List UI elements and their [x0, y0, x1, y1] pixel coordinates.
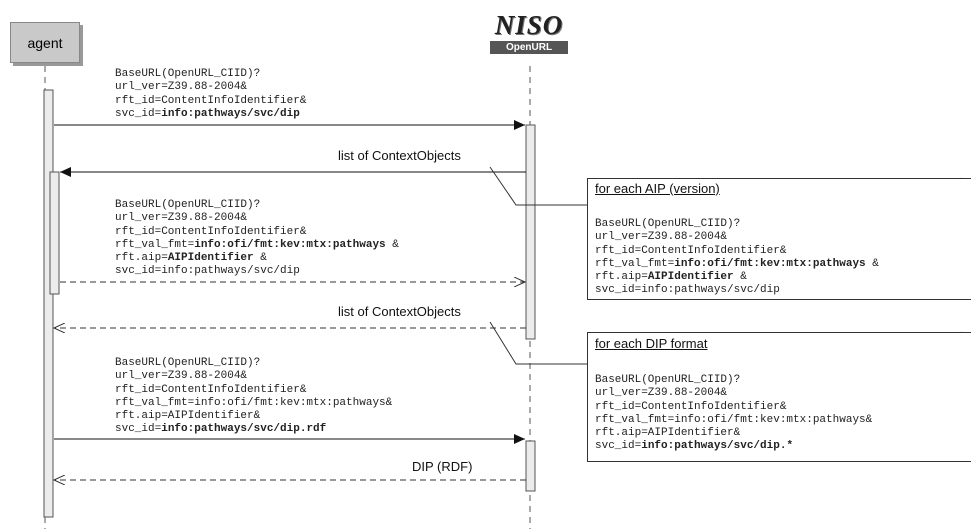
message-line: rft_val_fmt=info:ofi/fmt:kev:mtx:pathway… [115, 238, 399, 251]
message-line: rft_id=ContentInfoIdentifier& [115, 225, 307, 238]
actor-openurl: NISO OpenURL [490, 10, 568, 54]
note-line: rft_val_fmt=info:ofi/fmt:kev:mtx:pathway… [595, 413, 873, 426]
note-line: url_ver=Z39.88-2004& [595, 387, 728, 400]
niso-logo: NISO [494, 10, 564, 40]
note-connector-2 [489, 321, 594, 365]
agent-activation-bar-nested [49, 171, 60, 295]
note-dip-format: for each DIP format BaseURL(OpenURL_CIID… [587, 332, 971, 462]
note-line: rft_val_fmt=info:ofi/fmt:kev:mtx:pathway… [595, 257, 879, 270]
message-line: BaseURL(OpenURL_CIID)? [115, 357, 261, 370]
note-connector-1 [489, 166, 594, 206]
note-body: BaseURL(OpenURL_CIID)?url_ver=Z39.88-200… [595, 205, 879, 297]
message-line: url_ver=Z39.88-2004& [115, 370, 248, 383]
note-line: rft_id=ContentInfoIdentifier& [595, 400, 787, 413]
note-line: url_ver=Z39.88-2004& [595, 231, 728, 244]
note-aip: for each AIP (version) BaseURL(OpenURL_C… [587, 178, 971, 300]
message-line: rft.aip=AIPIdentifier & [115, 252, 267, 265]
message-line: BaseURL(OpenURL_CIID)? [115, 68, 261, 81]
actor-agent: agent [10, 22, 80, 63]
message-line: rft_val_fmt=info:ofi/fmt:kev:mtx:pathway… [115, 396, 393, 409]
note-line: BaseURL(OpenURL_CIID)? [595, 218, 741, 231]
message-line: svc_id=info:pathways/svc/dip [115, 265, 300, 278]
note-line: svc_id=info:pathways/svc/dip [595, 284, 780, 297]
message-line: BaseURL(OpenURL_CIID)? [115, 199, 261, 212]
note-line: BaseURL(OpenURL_CIID)? [595, 374, 741, 387]
message-line: url_ver=Z39.88-2004& [115, 81, 248, 94]
note-line: rft_id=ContentInfoIdentifier& [595, 244, 787, 257]
agent-activation-bar [43, 89, 54, 518]
note-body: BaseURL(OpenURL_CIID)?url_ver=Z39.88-200… [595, 361, 872, 453]
message-line: url_ver=Z39.88-2004& [115, 212, 248, 225]
note-line: rft.aip=AIPIdentifier & [595, 271, 747, 284]
message-line: svc_id=info:pathways/svc/dip.rdf [115, 423, 327, 436]
actor-openurl-label: OpenURL [490, 41, 568, 54]
note-line: rft.aip=AIPIdentifier& [595, 427, 741, 440]
message-label-4: list of ContextObjects [338, 304, 461, 319]
message-text-3: BaseURL(OpenURL_CIID)?url_ver=Z39.88-200… [115, 186, 399, 278]
openurl-activation-bar-2 [525, 440, 536, 492]
note-line: svc_id=info:pathways/svc/dip.* [595, 440, 794, 453]
openurl-activation-bar [525, 124, 536, 340]
message-line: rft_id=ContentInfoIdentifier& [115, 383, 307, 396]
message-line: rft_id=ContentInfoIdentifier& [115, 94, 307, 107]
message-text-1: BaseURL(OpenURL_CIID)?url_ver=Z39.88-200… [115, 55, 306, 121]
message-line: rft.aip=AIPIdentifier& [115, 410, 261, 423]
note-title: for each AIP (version) [595, 181, 720, 196]
message-line: svc_id=info:pathways/svc/dip [115, 107, 300, 120]
message-text-5: BaseURL(OpenURL_CIID)?url_ver=Z39.88-200… [115, 344, 392, 436]
message-label-2: list of ContextObjects [338, 148, 461, 163]
actor-agent-label: agent [27, 34, 63, 51]
note-title: for each DIP format [595, 336, 708, 351]
message-label-6: DIP (RDF) [412, 459, 473, 474]
